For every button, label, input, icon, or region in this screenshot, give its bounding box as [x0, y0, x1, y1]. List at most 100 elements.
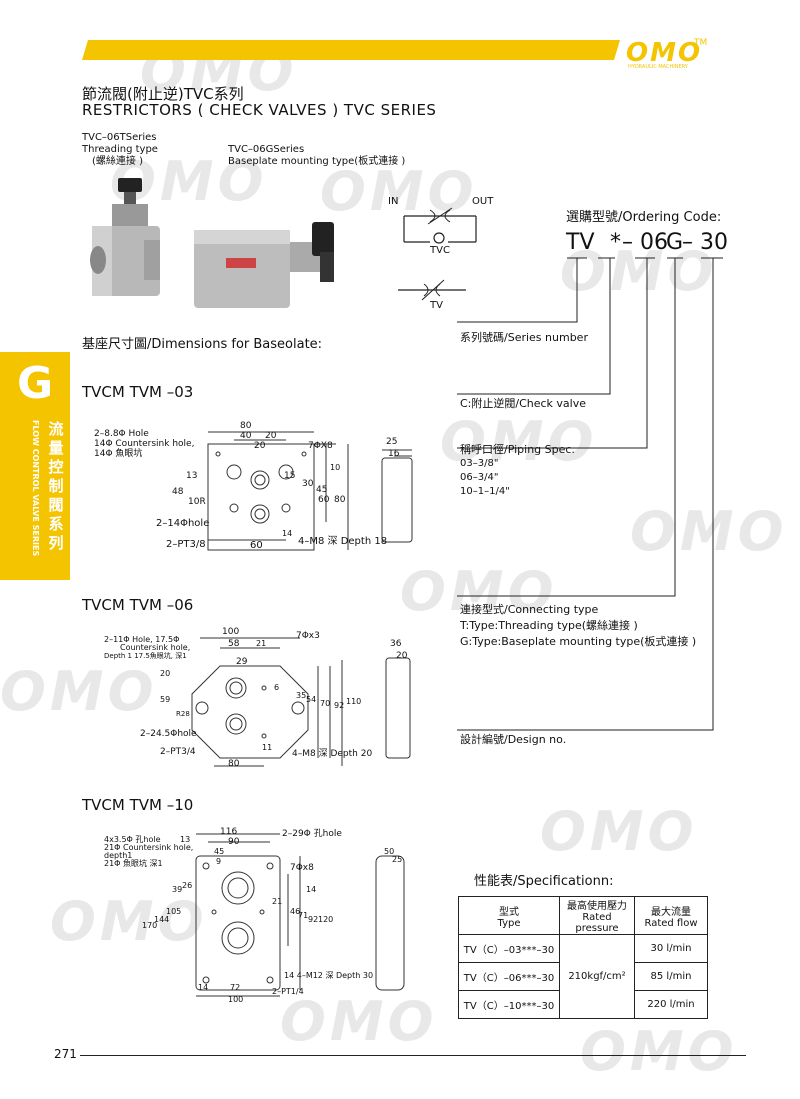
- d10-d100: 100: [228, 995, 244, 1004]
- d03-s16: 16: [388, 449, 400, 459]
- valve-photo-baseplate: [194, 222, 334, 308]
- table-row: TV（C）–06***–30 85 l/min: [458, 962, 708, 991]
- d06-d110: 110: [346, 697, 362, 706]
- logo: OMO: [626, 38, 703, 68]
- d10-d21: 21: [272, 897, 283, 906]
- watermark: OMO: [0, 660, 158, 723]
- d10-m12: 14 4–M12 深 Depth 30: [284, 971, 374, 980]
- spec-title: 性能表/Specificationn:: [474, 874, 614, 889]
- spec-type-03: TV（C）–03***–30: [458, 934, 560, 963]
- header-bar: [82, 40, 620, 60]
- d06-d29: 29: [236, 657, 248, 667]
- code-star: *: [610, 230, 621, 255]
- d10-d92: 92: [308, 915, 319, 924]
- d03-hole: 2–8.8Φ Hole: [94, 429, 149, 439]
- d03-d15: 15: [284, 471, 296, 481]
- d03-d80: 80: [240, 421, 252, 431]
- hydraulic-symbol: [398, 207, 477, 301]
- order-piping-03: 03–3/8": [460, 458, 499, 469]
- d10-x8: 7Φx8: [290, 863, 314, 873]
- d06-cs: Countersink hole,: [120, 643, 191, 652]
- d03-x8: 7ΦX8: [308, 441, 333, 451]
- d06-r28: R28: [176, 710, 190, 718]
- table-row: TV（C）–10***–30 220 l/min: [458, 990, 708, 1019]
- d06-s36: 36: [390, 639, 402, 649]
- d10-s50: 50: [384, 847, 395, 856]
- d06-drawing: [191, 637, 411, 767]
- d06-d80: 80: [228, 759, 240, 769]
- symbol-in: IN: [388, 196, 399, 207]
- order-piping-title: 稱呼口徑/Piping Spec.: [460, 443, 575, 456]
- d03-d45: 45: [316, 485, 328, 495]
- d03-hole2: 2–14Φhole: [156, 518, 210, 529]
- order-check: C:附止逆閥/Check valve: [460, 397, 587, 410]
- symbol-tv: TV: [430, 300, 443, 311]
- d10-d90: 90: [228, 837, 240, 847]
- d03-d13: 13: [186, 471, 198, 481]
- d03-cs-cn: 14Φ 魚眼坑: [94, 449, 143, 459]
- symbol-tvc: TVC: [430, 245, 450, 256]
- watermark: OMO: [540, 800, 698, 863]
- d03-d14: 14: [282, 529, 293, 538]
- d06-d11: 11: [262, 743, 273, 752]
- order-series: 系列號碼/Series number: [460, 331, 588, 344]
- g-series-label: TVC–06GSeries: [228, 144, 305, 155]
- d10-d116: 116: [220, 827, 238, 837]
- d10-d14b: 14: [198, 983, 209, 992]
- d06-hole: 2–11Φ Hole, 17.5Φ: [104, 635, 180, 644]
- d06-d54: 54: [306, 695, 317, 704]
- d06-d20: 20: [160, 669, 171, 678]
- d06-d21: 21: [256, 639, 267, 648]
- d03-drawing: [207, 431, 413, 551]
- title-en: RESTRICTORS ( CHECK VALVES ) TVC SERIES: [82, 101, 437, 119]
- d03-d20b: 20: [265, 431, 277, 441]
- d03-d10: 10: [330, 463, 341, 472]
- d10-d39: 39: [172, 885, 183, 894]
- symbol-out: OUT: [472, 196, 494, 207]
- d03-d40: 40: [240, 431, 252, 441]
- order-piping-06: 06–3/4": [460, 472, 499, 483]
- d10-d144: 144: [154, 915, 170, 924]
- d03-cs: 14Φ Countersink hole,: [94, 439, 195, 449]
- d06-hole2: 2–24.5Φhole: [140, 729, 197, 739]
- d10-d14: 14: [306, 885, 317, 894]
- footer-rule: [80, 1055, 746, 1056]
- t-type-cn-label: (螺絲連接 ): [92, 156, 143, 167]
- spec-type-06: TV（C）–06***–30: [458, 962, 560, 991]
- d10-drawing: [195, 833, 405, 997]
- sidebar-letter: G: [4, 354, 66, 414]
- spec-flow-06: 85 l/min: [634, 962, 708, 991]
- d10-hole29: 2–29Φ 孔hole: [282, 829, 342, 839]
- d10-d26: 26: [182, 881, 193, 890]
- d06-pt: 2–PT3/4: [160, 747, 196, 757]
- spec-type-10: TV（C）–10***–30: [458, 990, 560, 1019]
- d06-d100: 100: [222, 627, 240, 637]
- watermark: OMO: [580, 1020, 738, 1083]
- d03-d30: 30: [302, 479, 314, 489]
- d06-d6: 6: [274, 683, 280, 692]
- d03-d20: 20: [254, 441, 266, 451]
- d10-d71: 71: [298, 911, 309, 920]
- t-type-label: Threading type: [82, 144, 158, 155]
- d10-cs-cn: 21Φ 魚眼坑 深1: [104, 859, 163, 868]
- ordering-leader-lines: [457, 257, 723, 731]
- d03-d80v: 80: [334, 495, 346, 505]
- d03-m8: 4–M8 深 Depth 18: [298, 536, 388, 547]
- d06-d92: 92: [334, 701, 345, 710]
- table-row: TV（C）–03***–30 210kgf/cm² 30 l/min: [458, 934, 708, 1019]
- d03-d48: 48: [172, 487, 184, 497]
- d10-d45: 45: [214, 847, 225, 856]
- d03-d60b: 60: [250, 540, 263, 551]
- d03-d10r: 10R: [188, 497, 206, 507]
- d06-s20: 20: [396, 651, 408, 661]
- code-06: – 06: [622, 230, 668, 255]
- d10-d72: 72: [230, 983, 241, 992]
- d06-d35: 35: [296, 691, 307, 700]
- d10-pt: 2–PT1/4: [272, 987, 304, 996]
- d10-d46: 46: [290, 907, 301, 916]
- order-connect-g: G:Type:Baseplate mounting type(板式連接 ): [460, 635, 697, 648]
- order-connect-title: 連接型式/Connecting type: [460, 603, 599, 616]
